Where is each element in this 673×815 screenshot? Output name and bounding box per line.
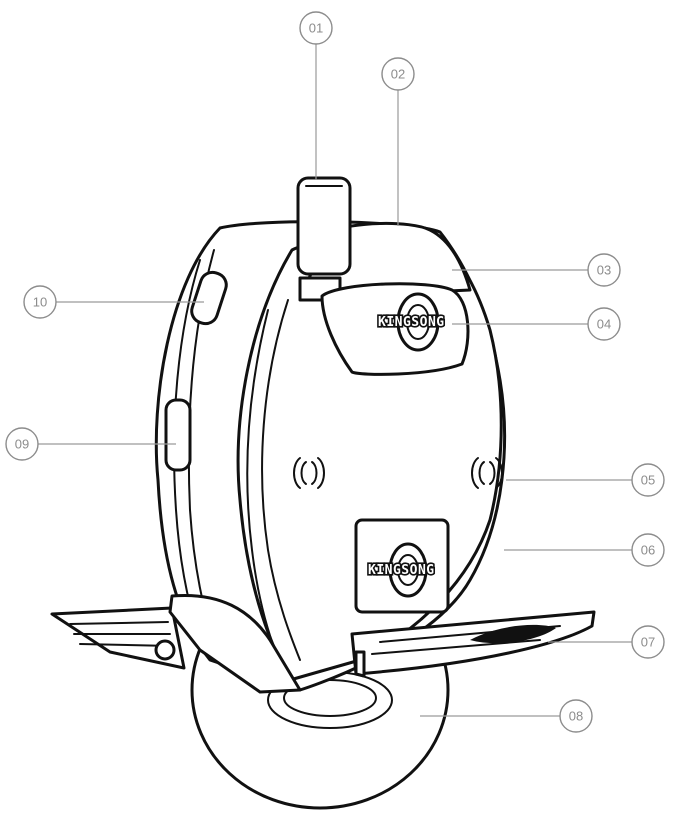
lower-logo-panel: KINGSONG — [354, 518, 450, 614]
lower-guard — [168, 593, 302, 694]
callout-09: 09 — [5, 427, 39, 461]
callout-07: 07 — [631, 625, 665, 659]
upper-logo-text: KINGSONG — [378, 315, 445, 330]
callout-06: 06 — [631, 533, 665, 567]
callout-03: 03 — [587, 253, 621, 287]
lower-logo-text: KINGSONG — [368, 563, 435, 578]
callout-02-label: 02 — [391, 67, 405, 82]
callout-10-label: 10 — [33, 295, 47, 310]
callout-07-label: 07 — [641, 635, 655, 650]
callout-04-label: 04 — [597, 317, 611, 332]
callout-02: 02 — [381, 57, 415, 91]
top-handle-area — [296, 176, 472, 302]
side-light-lower — [164, 398, 192, 472]
upper-logo-panel: KINGSONG — [320, 282, 470, 376]
right-speaker-mark — [471, 457, 503, 489]
right-pedal — [350, 610, 596, 678]
callout-03-label: 03 — [597, 263, 611, 278]
callout-01-label: 01 — [309, 21, 323, 36]
callout-08-label: 08 — [569, 709, 583, 724]
callout-10: 10 — [23, 285, 57, 319]
callout-08: 08 — [559, 699, 593, 733]
side-light-upper — [190, 270, 228, 326]
callout-05-label: 05 — [641, 473, 655, 488]
callout-05: 05 — [631, 463, 665, 497]
leader-lines — [38, 44, 632, 717]
callout-09-label: 09 — [15, 437, 29, 452]
callout-06-label: 06 — [641, 543, 655, 558]
callout-04: 04 — [587, 307, 621, 341]
left-pedal — [50, 606, 186, 670]
left-speaker-mark — [293, 457, 325, 489]
callout-01: 01 — [299, 11, 333, 45]
